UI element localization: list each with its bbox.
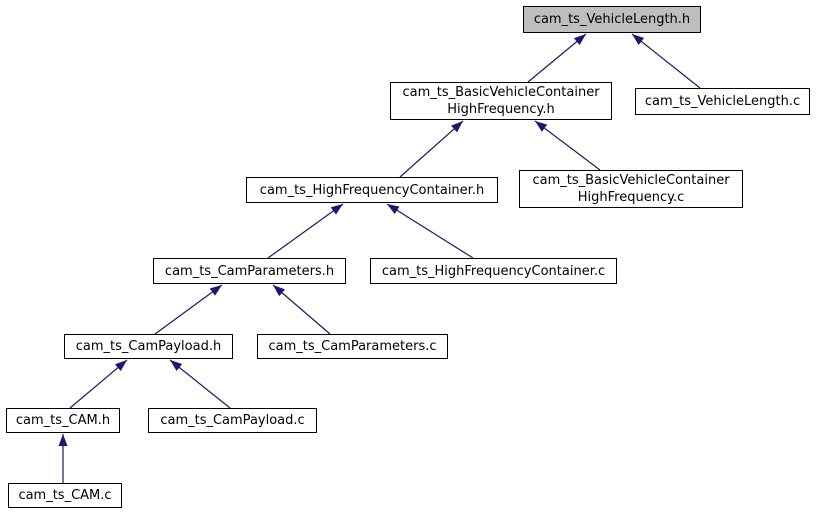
edge-cam_ts_CAM_h-to-cam_ts_CamPayload_h (69, 359, 128, 409)
node-label: cam_ts_CamPayload.h (75, 339, 222, 354)
node-cam_ts_HighFrequencyContainer_c[interactable]: cam_ts_HighFrequencyContainer.c (370, 258, 617, 284)
edge-cam_ts_CamParameters_h-to-cam_ts_HighFrequencyContainer_h (267, 203, 344, 259)
node-label: HighFrequency.h (447, 102, 555, 117)
node-label: cam_ts_BasicVehicleContainer (402, 85, 600, 100)
node-label: cam_ts_CamParameters.c (268, 339, 437, 354)
node-label: cam_ts_CamPayload.c (160, 413, 305, 428)
node-cam_ts_VehicleLength_c[interactable]: cam_ts_VehicleLength.c (635, 88, 810, 115)
node-cam_ts_CAM_h[interactable]: cam_ts_CAM.h (6, 408, 120, 433)
node-label: cam_ts_CAM.h (15, 413, 111, 428)
node-cam_ts_CamPayload_c[interactable]: cam_ts_CamPayload.c (148, 408, 317, 433)
edge-cam_ts_BasicVehicleContainerHighFrequency_h-to-cam_ts_VehicleLength_h (527, 33, 587, 83)
node-label: cam_ts_BasicVehicleContainer (532, 173, 730, 188)
node-cam_ts_CAM_c[interactable]: cam_ts_CAM.c (8, 483, 122, 508)
node-label: HighFrequency.c (577, 190, 685, 205)
node-label: cam_ts_CamParameters.h (164, 263, 335, 279)
node-label: cam_ts_VehicleLength.h (533, 12, 691, 27)
node-label: cam_ts_HighFrequencyContainer.h (259, 182, 485, 198)
edge-cam_ts_HighFrequencyContainer_c-to-cam_ts_HighFrequencyContainer_h (386, 203, 474, 259)
edge-cam_ts_HighFrequencyContainer_h-to-cam_ts_BasicVehicleContainerHighFrequency_h (399, 120, 464, 178)
node-cam_ts_CamPayload_h[interactable]: cam_ts_CamPayload.h (64, 334, 233, 359)
edge-cam_ts_CamPayload_h-to-cam_ts_CamParameters_h (154, 284, 223, 335)
node-cam_ts_CamParameters_h[interactable]: cam_ts_CamParameters.h (153, 258, 346, 284)
node-label: cam_ts_VehicleLength.c (644, 94, 801, 109)
edge-cam_ts_CamPayload_c-to-cam_ts_CamPayload_h (169, 359, 231, 409)
node-cam_ts_HighFrequencyContainer_h[interactable]: cam_ts_HighFrequencyContainer.h (246, 177, 498, 203)
node-label: cam_ts_HighFrequencyContainer.c (381, 263, 606, 279)
edge-cam_ts_VehicleLength_c-to-cam_ts_VehicleLength_h (631, 33, 701, 89)
node-cam_ts_CamParameters_c[interactable]: cam_ts_CamParameters.c (257, 334, 448, 359)
edge-cam_ts_CamParameters_c-to-cam_ts_CamParameters_h (272, 284, 331, 335)
edge-cam_ts_BasicVehicleContainerHighFrequency_c-to-cam_ts_BasicVehicleContainerHighFrequency_h (534, 120, 601, 171)
node-cam_ts_VehicleLength_h: cam_ts_VehicleLength.h (523, 6, 701, 33)
node-label: cam_ts_CAM.c (18, 488, 112, 503)
